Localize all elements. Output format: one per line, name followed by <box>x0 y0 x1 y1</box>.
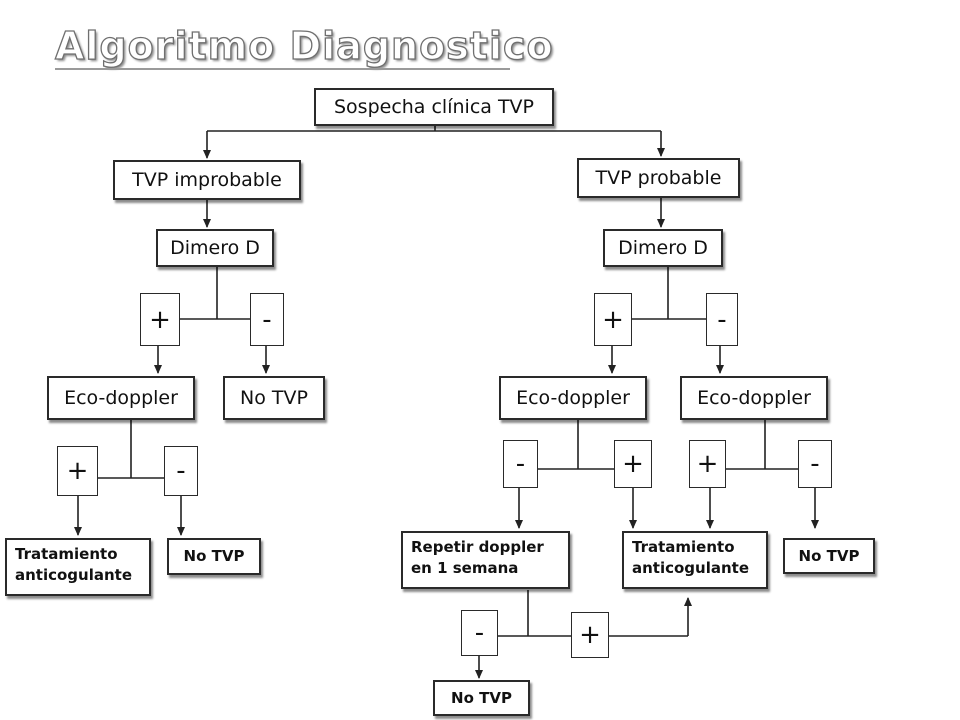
node-tvp-improbable: TVP improbable <box>113 160 301 200</box>
sign-minus-eco-right-a: - <box>503 440 538 488</box>
sign-minus-eco-right-b: - <box>798 440 832 488</box>
node-no-tvp-repetir: No TVP <box>433 680 530 716</box>
node-tratamiento-anticogulante-right: Tratamiento anticogulante <box>622 531 768 589</box>
tratamiento-left-line1: Tratamiento <box>15 545 118 563</box>
sign-minus-eco-left: - <box>164 446 198 496</box>
repetir-line2: en 1 semana <box>411 559 519 577</box>
node-eco-doppler-right-b: Eco-doppler <box>680 376 828 420</box>
sign-plus-repetir: + <box>571 612 609 658</box>
node-eco-doppler-left: Eco-doppler <box>47 376 195 420</box>
node-tvp-probable: TVP probable <box>577 158 740 198</box>
node-dimero-d-right: Dimero D <box>603 229 723 267</box>
node-eco-doppler-right-a: Eco-doppler <box>499 376 647 420</box>
node-sospecha-clinica: Sospecha clínica TVP <box>314 88 554 126</box>
node-no-tvp-dimero-left: No TVP <box>223 376 325 420</box>
sign-minus-repetir: - <box>461 610 498 656</box>
tratamiento-right-line1: Tratamiento <box>632 538 735 556</box>
tratamiento-right-line2: anticogulante <box>632 559 750 577</box>
sign-plus-dimero-left: + <box>140 293 180 346</box>
sign-plus-dimero-right: + <box>594 293 632 346</box>
node-repetir-doppler: Repetir doppler en 1 semana <box>401 531 570 589</box>
sign-minus-dimero-left: - <box>250 293 284 346</box>
sign-plus-eco-left: + <box>57 446 98 496</box>
node-no-tvp-eco-right: No TVP <box>783 538 875 574</box>
sign-minus-dimero-right: - <box>706 293 738 346</box>
tratamiento-left-line2: anticogulante <box>15 566 133 584</box>
slide-title: Algoritmo Diagnostico <box>54 23 554 68</box>
node-tratamiento-anticogulante-left: Tratamiento anticogulante <box>5 538 151 596</box>
title-underline <box>55 68 510 70</box>
sign-plus-eco-right-b: + <box>689 440 726 488</box>
node-no-tvp-eco-left: No TVP <box>167 538 261 575</box>
node-dimero-d-left: Dimero D <box>156 229 274 267</box>
sign-plus-eco-right-a: + <box>614 440 652 488</box>
repetir-line1: Repetir doppler <box>411 538 544 556</box>
